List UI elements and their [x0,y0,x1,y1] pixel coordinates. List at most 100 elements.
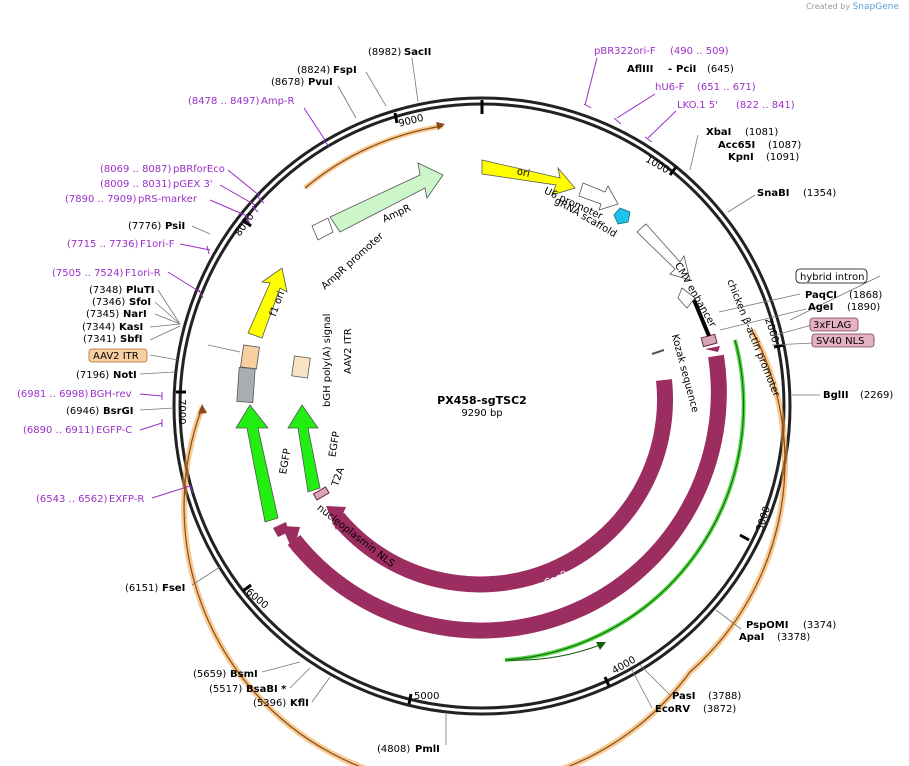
enzyme-pos-acc65i: (1087) [768,140,801,151]
primer-name-egfp-c: EGFP-C [96,425,132,436]
tick-label-7000: 7000 [176,399,187,424]
backbone-outer [172,96,792,716]
ampr-feature [329,162,444,233]
green-range-inner [504,644,601,661]
enzyme-pos-pcii: (645) [707,64,734,75]
sv40-box [811,333,875,348]
tick-marks [176,112,785,705]
enzyme-pos-noti: (7196) [76,370,109,381]
flag-box-label: 3xFLAG [813,320,851,331]
primer-name-pgex-3: pGEX 3' [173,179,213,190]
primer-name-lko-1: LKO.1 5' [677,100,718,111]
enzyme-pos-bsmi: (5659) [193,669,226,680]
enzyme-pos-sbfi: (7341) [83,334,116,345]
primer-name-f1ori-r: F1ori-R [125,268,161,279]
flag-box [809,317,859,332]
enzyme-name-kfli: KflI [290,698,309,709]
primer-labels: pBR322ori-F (490 .. 509) hU6-F (651 .. 6… [17,46,795,505]
aav2-itr-box-label: AAV2 ITR [93,351,139,362]
hybrid-intron-box-label: hybrid intron [800,272,864,283]
primer-name-exfp-r: EXFP-R [109,494,144,505]
enzyme-pos-agei: (1890) [847,302,880,313]
enzyme-name-sfoi: SfoI [129,297,151,308]
f1-ori-feature [247,267,288,339]
enzyme-pos-bsabi: (5517) [209,684,242,695]
enzyme-name-bsmi: BsmI [230,669,258,680]
green-range [504,339,746,662]
primer-range-f1ori-f: (7715 .. 7736) [67,239,139,250]
tick-label-5000: 5000 [414,691,439,702]
enzyme-pos-kasi: (7344) [82,322,115,333]
primer-range-bgh-rev: (6981 .. 6998) [17,389,89,400]
enzyme-pos-fsei: (6151) [125,583,158,594]
enzyme-name-snabi: SnaBI [757,188,789,199]
enzyme-name-apai: ApaI [739,632,764,643]
enzyme-name-pvui: PvuI [308,77,333,88]
enzyme-name-noti: NotI [113,370,137,381]
primer-name-pbrforeco: pBRforEco [173,164,225,175]
orange-range-bottom-line [183,329,786,766]
enzyme-name-bglii: BglII [823,390,849,401]
egfp-outer-feature [235,404,279,523]
enzyme-pos-nari: (7345) [86,309,119,320]
enzyme-name-nari: NarI [123,309,147,320]
enzyme-name-kpni: KpnI [728,152,754,163]
grna-scaffold-feature [613,207,631,225]
enzyme-name-fsei: FseI [162,583,185,594]
kozak-label: Kozak sequence [669,333,701,414]
enzyme-pos-fspi: (8824) [297,65,330,76]
primer-range-egfp-c: (6890 .. 6911) [23,425,95,436]
primer-range-amp-r: (8478 .. 8497) [188,96,260,107]
credit-prefix: Created by [806,2,851,11]
enzyme-name-ecorv: EcoRV [655,704,690,715]
primer-name-bgh-rev: BGH-rev [90,389,132,400]
enzyme-sep-afliii: - [668,64,672,75]
enzyme-labels: (8982) SacII (8824) FspI (8678) PvuI Afl… [66,47,893,755]
enzyme-pos-bsrgi: (6946) [66,406,99,417]
enzyme-name-xbai: XbaI [706,127,731,138]
enzyme-name-pasi: PasI [672,691,695,702]
primer-name-prs-marker: pRS-marker [138,194,198,205]
feature-boxes: hybrid intron 3xFLAG SV40 NLS AAV2 ITR [88,268,875,363]
ori-label: ori [516,166,531,179]
primer-name-hu6-f: hU6-F [655,82,685,93]
t2a-label: T2A [330,466,347,489]
enzyme-name-bsabi: BsaBI * [246,684,287,695]
bgh-polya-feature [236,367,256,403]
enzyme-name-bsrgi: BsrGI [103,406,133,417]
nucleoplasmin-nls-feature [273,522,289,537]
enzyme-name-acc65i: Acc65I [718,140,755,151]
enzyme-pos-paqci: (1868) [849,290,882,301]
green-range-arrow [596,642,606,650]
enzyme-name-kasi: KasI [119,322,143,333]
enzyme-name-pluti: PluTI [126,285,154,296]
enzyme-pos-snabi: (1354) [803,188,836,199]
egfp-inner-label: EGFP [327,431,342,458]
enzyme-pos-pluti: (7348) [89,285,122,296]
enzyme-pos-xbai: (1081) [745,127,778,138]
plasmid-name: PX458-sgTSC2 [437,394,527,407]
enzyme-pos-psii: (7776) [128,221,161,232]
cba-promoter-feature [677,287,696,309]
enzyme-pos-pspomi: (3374) [803,620,836,631]
enzyme-pos-sfoi: (7346) [92,297,125,308]
enzyme-name-psii: PsiI [165,221,185,232]
egfp-inner-feature [287,404,321,493]
primer-range-exfp-r: (6543 .. 6562) [36,494,108,505]
credit-brand: SnapGene [852,2,899,12]
cas9-inner-arc [331,379,674,593]
cas9-inner-arrowhead [326,506,346,530]
enzyme-name-sacii: SacII [404,47,431,58]
nucleoplasmin-nls-label: nucleoplasmin NLS [315,503,397,570]
primer-range-prs-marker: (7890 .. 7909) [65,194,137,205]
enzyme-name-agei: AgeI [808,302,833,313]
aav2-itr-inner-label: AAV2 ITR [343,328,354,374]
primer-range-hu6-f: (651 .. 671) [697,82,756,93]
enzyme-name-paqci: PaqCI [805,290,837,301]
primer-range-pgex-3: (8009 .. 8031) [100,179,172,190]
primer-name-pbr322ori-f: pBR322ori-F [594,46,656,57]
enzyme-pos-pasi: (3788) [708,691,741,702]
u6-promoter-feature [578,182,619,211]
t2a-feature [312,486,330,501]
